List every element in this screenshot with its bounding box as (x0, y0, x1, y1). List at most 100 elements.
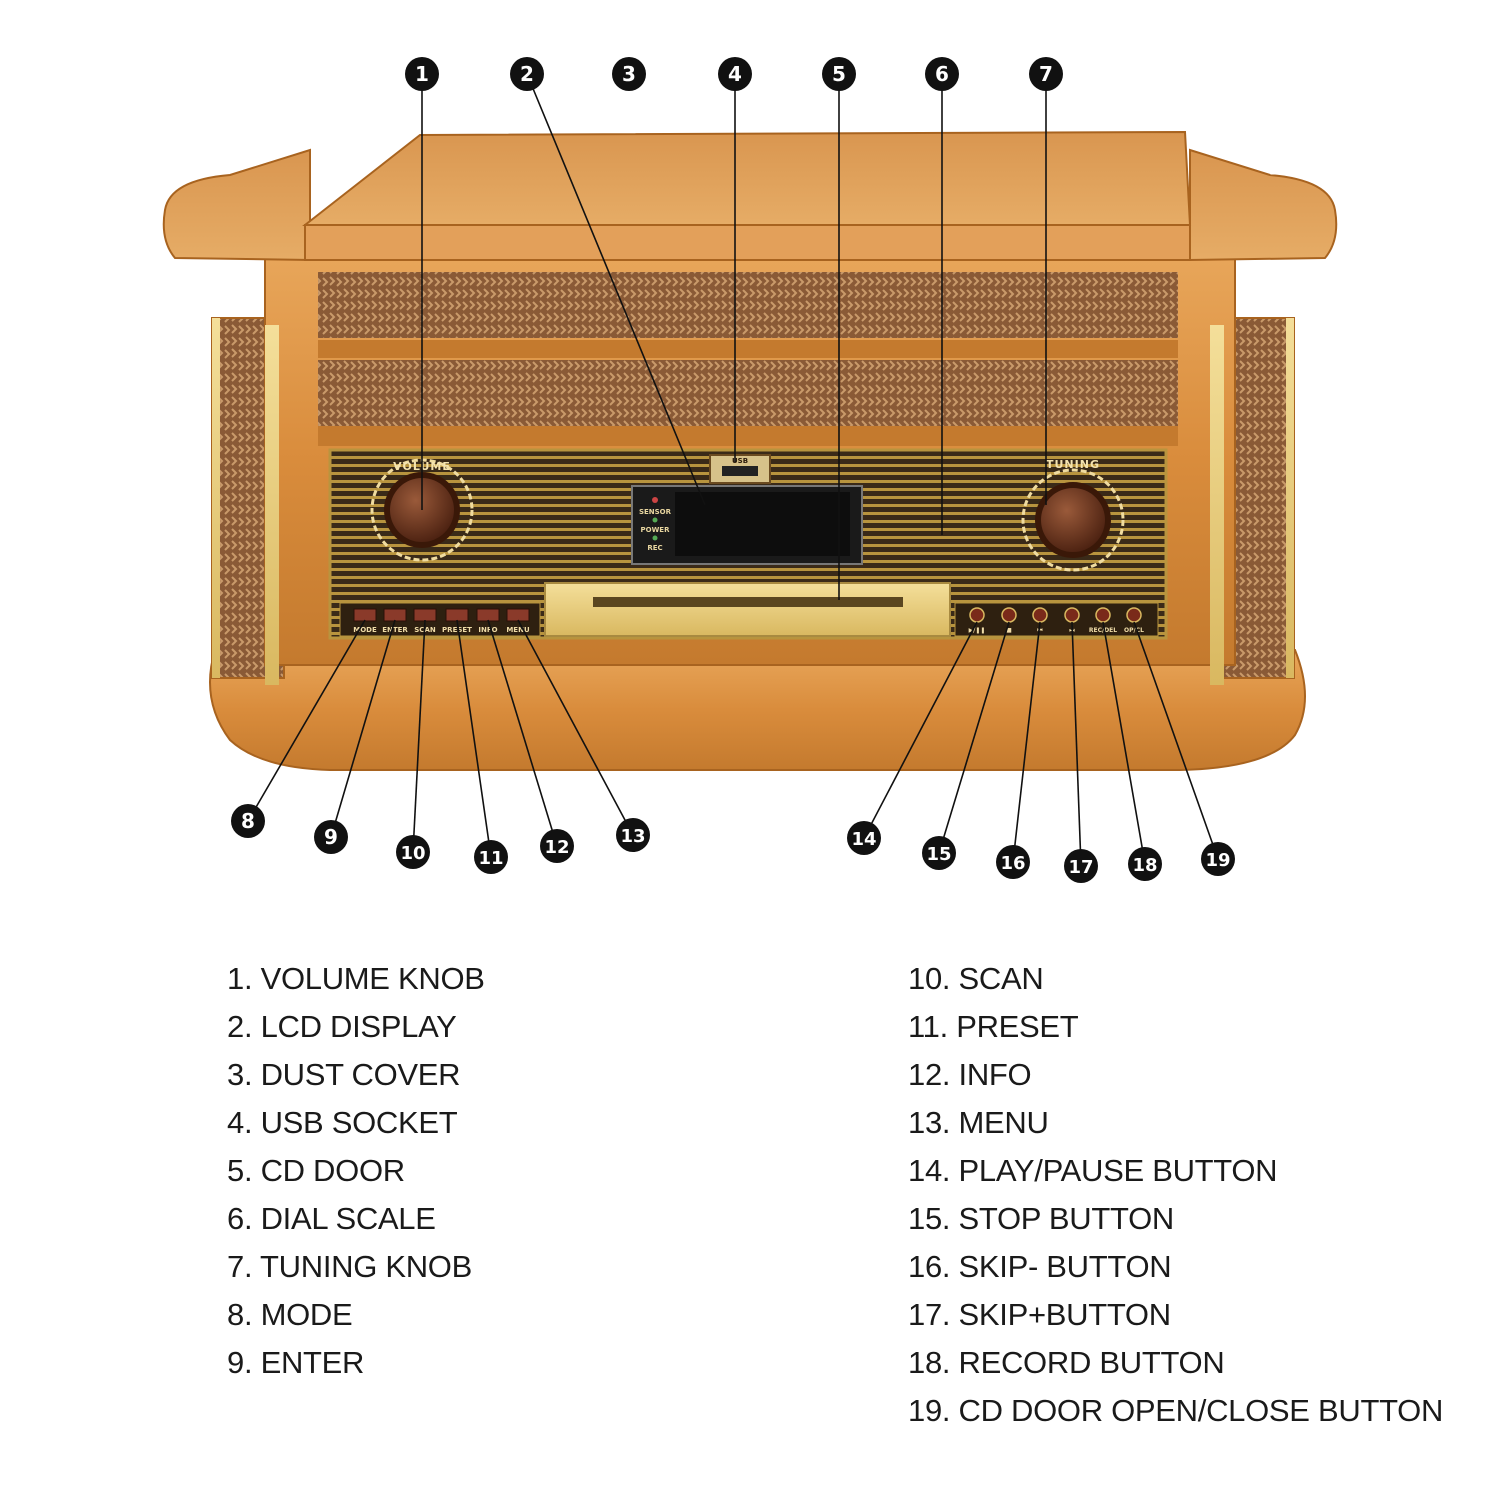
indicator-rec: REC (647, 544, 662, 552)
legend-item: 9. ENTER (227, 1345, 365, 1380)
button-label: REC/DEL (1089, 627, 1117, 634)
legend-right-column: 10. SCAN 11. PRESET 12. INFO 13. MENU 14… (908, 955, 1443, 1435)
lcd-display: SENSOR POWER REC (631, 485, 863, 565)
callout-5: 5 (822, 57, 856, 91)
legend-item: 5. CD DOOR (227, 1153, 405, 1188)
callout-number: 3 (622, 62, 636, 86)
legend-item: 3. DUST COVER (227, 1057, 461, 1092)
leader-line (456, 619, 492, 858)
callout-18: 18 (1128, 847, 1162, 881)
callout-number: 5 (832, 62, 846, 86)
leader-line (1071, 621, 1082, 867)
callout-13: 13 (616, 818, 650, 852)
callout-1: 1 (405, 57, 439, 91)
legend-left-column: 1. VOLUME KNOB 2. LCD DISPLAY 3. DUST CO… (227, 955, 485, 1387)
tuning-label: TUNING (1046, 458, 1100, 471)
callout-14: 14 (847, 821, 881, 855)
leader-line (487, 619, 558, 847)
callout-number: 4 (728, 62, 742, 86)
leader-line (330, 619, 396, 838)
leader-line (247, 619, 366, 822)
callout-number: 1 (415, 62, 429, 86)
button-label: ■ (1006, 627, 1012, 634)
legend-item: 19. CD DOOR OPEN/CLOSE BUTTON (908, 1393, 1444, 1428)
legend-item: 8. MODE (227, 1297, 353, 1332)
front-grille-top (318, 272, 1178, 338)
button-label: ⏮ (1037, 627, 1043, 634)
button-label: MENU (506, 626, 530, 634)
callout-3: 3 (612, 57, 646, 91)
left-wing (162, 148, 311, 262)
callout-11: 11 (474, 840, 508, 874)
legend-item: 18. RECORD BUTTON (908, 1345, 1225, 1380)
legend-item: 6. DIAL SCALE (227, 1201, 436, 1236)
callout-number: 6 (935, 62, 949, 86)
usb-socket[interactable]: USB (709, 454, 771, 484)
leader-line (517, 619, 634, 836)
callout-12: 12 (540, 829, 574, 863)
callout-number: 7 (1039, 62, 1053, 86)
usb-label: USB (732, 457, 748, 465)
callout-8: 8 (231, 804, 265, 838)
legend-item: 14. PLAY/PAUSE BUTTON (908, 1153, 1278, 1188)
callout-6: 6 (925, 57, 959, 91)
callout-4: 4 (718, 57, 752, 91)
legend-item: 13. MENU (908, 1105, 1049, 1140)
callout-16: 16 (996, 845, 1030, 879)
callout-number: 18 (1132, 855, 1157, 876)
leader-line (412, 619, 426, 853)
callout-9: 9 (314, 820, 348, 854)
indicator-power: POWER (641, 526, 671, 534)
legend-item: 16. SKIP- BUTTON (908, 1249, 1172, 1284)
leader-line (863, 621, 978, 839)
callout-number: 13 (620, 826, 645, 847)
callout-number: 14 (851, 829, 876, 850)
legend-item: 17. SKIP+BUTTON (908, 1297, 1171, 1332)
callout-15: 15 (922, 836, 956, 870)
indicator-sensor: SENSOR (639, 508, 672, 516)
tuning-knob[interactable]: TUNING (1021, 458, 1125, 572)
callout-17: 17 (1064, 849, 1098, 883)
skip-back-button[interactable]: ⏮ (1032, 607, 1048, 634)
dust-cover (302, 130, 1192, 226)
callout-2: 2 (510, 57, 544, 91)
leader-line (1012, 621, 1041, 863)
callout-number: 2 (520, 62, 534, 86)
record-button[interactable]: REC/DEL (1089, 607, 1117, 634)
callout-number: 15 (926, 844, 951, 865)
button-label: MODE (353, 626, 377, 634)
button-label: PRESET (442, 626, 472, 634)
button-label: OP/CL (1124, 627, 1144, 634)
legend-item: 12. INFO (908, 1057, 1032, 1092)
callout-number: 19 (1205, 850, 1230, 871)
right-wing (1189, 148, 1338, 262)
leader-line (1102, 621, 1146, 865)
legend-item: 1. VOLUME KNOB (227, 961, 485, 996)
callout-number: 9 (324, 825, 338, 849)
callout-number: 10 (400, 843, 425, 864)
legend-item: 11. PRESET (908, 1009, 1079, 1044)
callout-7: 7 (1029, 57, 1063, 91)
callout-number: 12 (544, 837, 569, 858)
callout-number: 11 (478, 848, 503, 869)
cd-door[interactable] (544, 582, 951, 637)
leader-line (526, 73, 706, 506)
legend-item: 10. SCAN (908, 961, 1044, 996)
callout-19: 19 (1201, 842, 1235, 876)
callout-number: 8 (241, 809, 255, 833)
base-plinth (209, 649, 1306, 771)
button-label: INFO (478, 626, 497, 634)
legend-item: 15. STOP BUTTON (908, 1201, 1174, 1236)
front-grille-bottom (318, 360, 1178, 426)
leader-line (938, 621, 1010, 854)
callout-number: 17 (1068, 857, 1093, 878)
callout-number: 16 (1000, 853, 1025, 874)
callout-10: 10 (396, 835, 430, 869)
leader-line (1133, 621, 1219, 860)
legend-item: 4. USB SOCKET (227, 1105, 458, 1140)
legend-item: 2. LCD DISPLAY (227, 1009, 457, 1044)
legend-item: 7. TUNING KNOB (227, 1249, 472, 1284)
button-mode[interactable]: MODE (353, 608, 377, 634)
button-label: ENTER (382, 626, 408, 634)
